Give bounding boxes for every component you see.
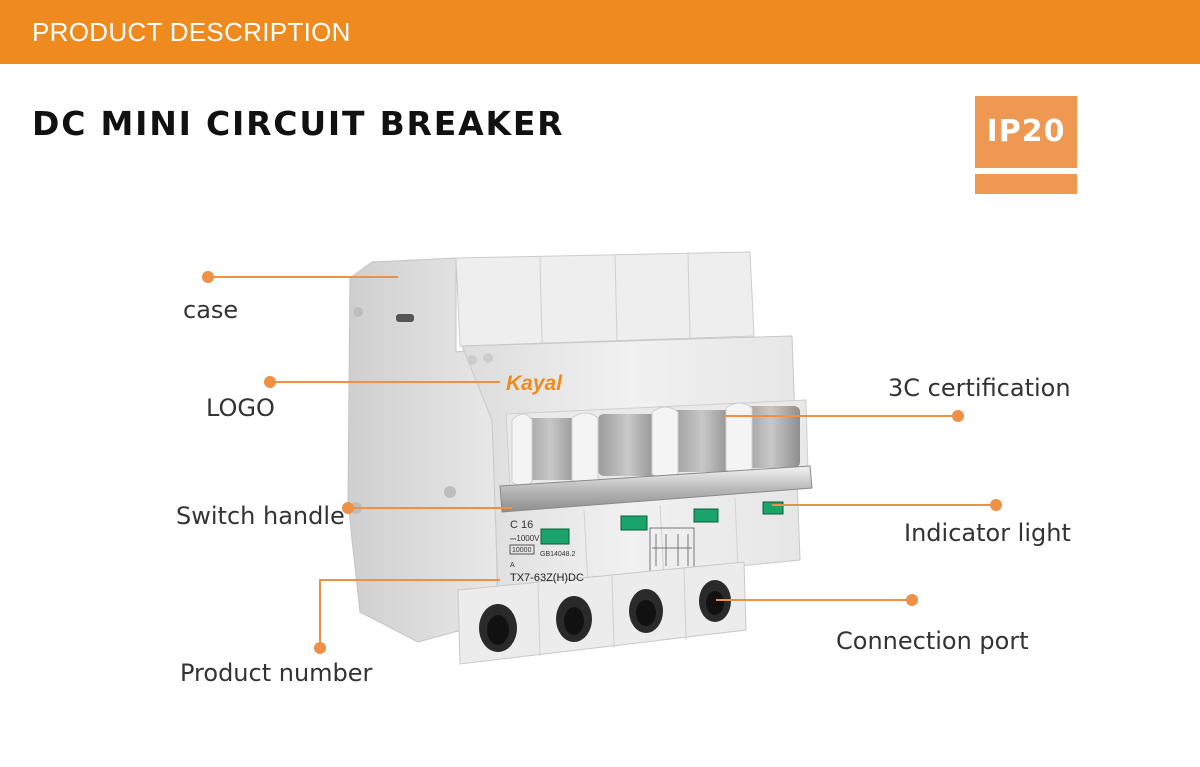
side-slot (396, 314, 414, 322)
banner-title: PRODUCT DESCRIPTION (32, 17, 351, 47)
indicator-window-3 (693, 508, 719, 523)
standard-text: GB14048.2 (540, 551, 576, 558)
indicator-window-1 (540, 528, 570, 545)
model-number-text: TX7-63Z(H)DC (510, 572, 584, 584)
callout-label-indicator-light: Indicator light (904, 519, 1071, 547)
callout-label-switch-handle: Switch handle (176, 502, 345, 530)
indicator-window-2 (620, 515, 648, 531)
breaker-top-block (455, 251, 755, 347)
callout-label-certification: 3C certification (888, 374, 1071, 402)
page-title: DC MINI CIRCUIT BREAKER (32, 104, 565, 143)
circuit-diagram-symbol (649, 527, 695, 573)
ip-badge-underline (975, 174, 1077, 194)
indicator-window-4 (762, 501, 784, 515)
callout-label-logo: LOGO (206, 394, 275, 422)
switch-handles (511, 402, 800, 487)
voltage-text: ⎓1000V (510, 534, 540, 543)
header-banner: PRODUCT DESCRIPTION (0, 0, 1200, 64)
breaking-capacity-text: 10000 (512, 547, 532, 554)
callout-label-product-number: Product number (180, 659, 373, 687)
handle-tie-bar (499, 465, 813, 513)
brand-logo: Kayal (506, 372, 563, 395)
ip-rating-badge: IP20 (975, 96, 1077, 168)
marks-text: A (510, 562, 515, 569)
callout-label-case: case (183, 296, 239, 324)
rating-text: C 16 (510, 519, 533, 531)
callout-label-connection-port: Connection port (836, 627, 1029, 655)
